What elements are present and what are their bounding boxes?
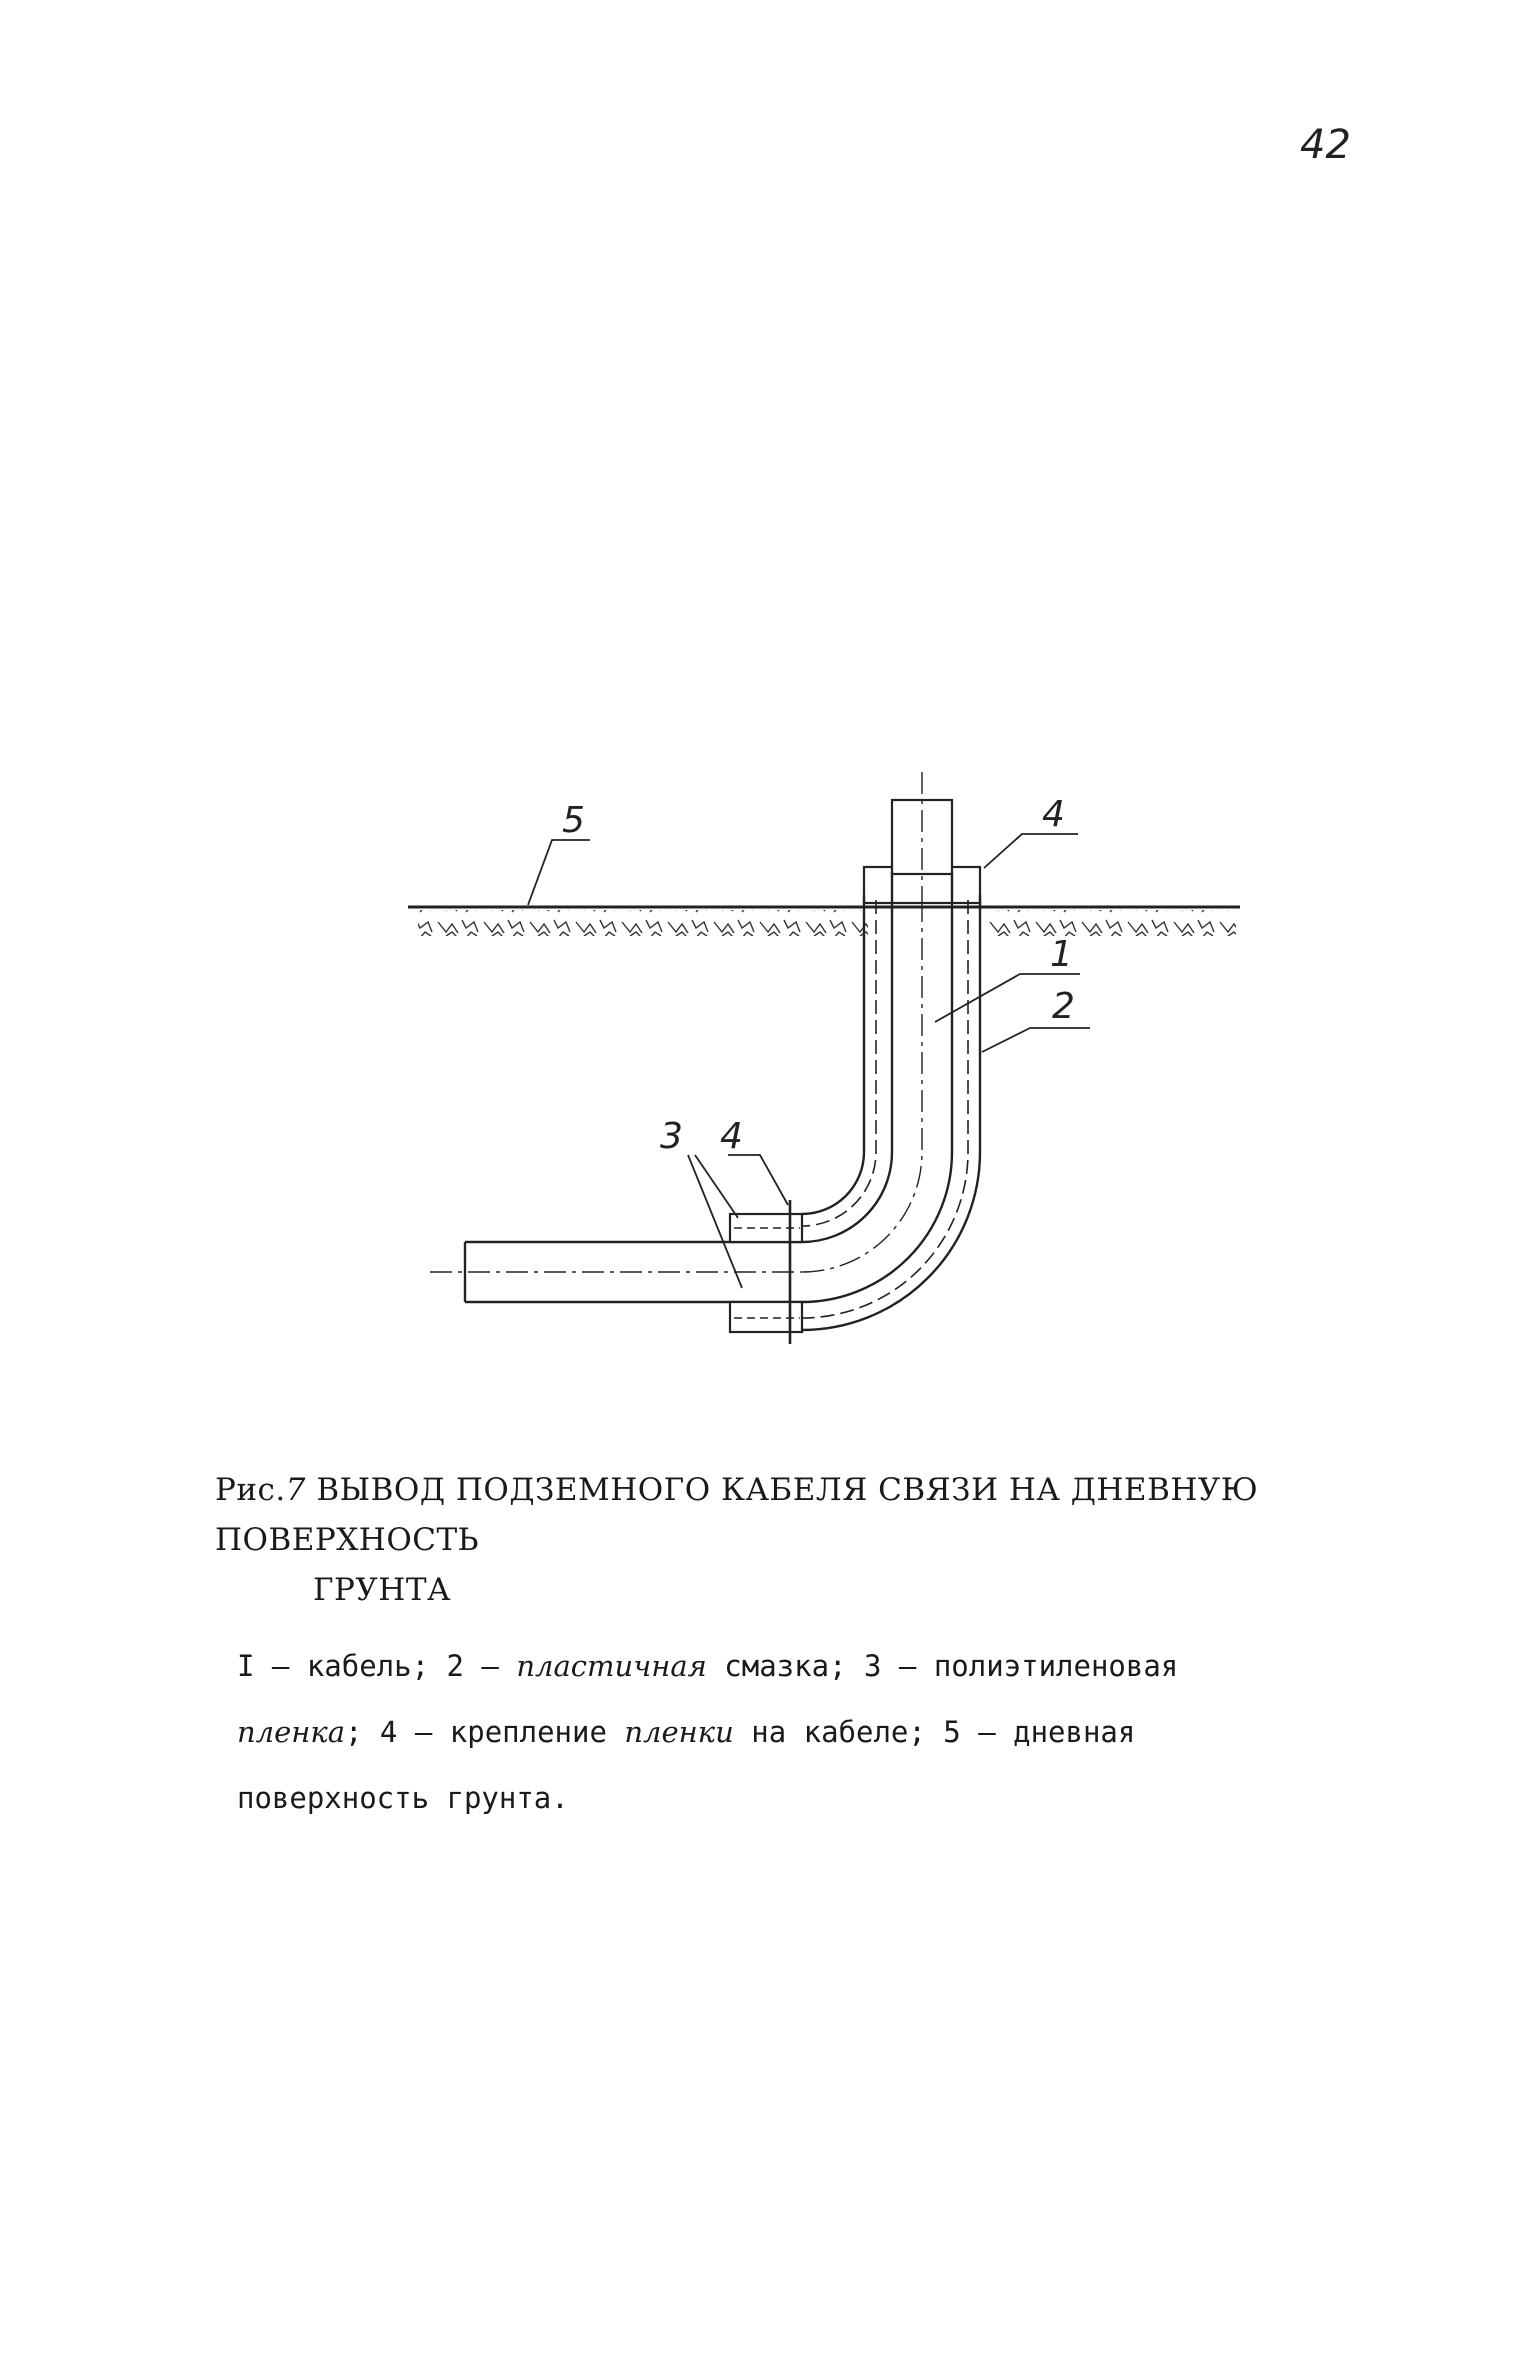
legend-line-3: поверхность грунта. <box>237 1781 569 1815</box>
caption-title-line2: ГРУНТА <box>313 1572 451 1608</box>
cable-outlet-diagram: 5 4 1 2 3 4 <box>390 760 1270 1410</box>
legend-handwritten: пленка <box>237 1715 346 1749</box>
cable-centerline-bend <box>801 900 923 1273</box>
caption-figure-number: 7 <box>285 1472 306 1508</box>
leader-2 <box>981 1027 1090 1053</box>
legend-line-2: пленка; 4 – крепление пленки на кабеле; … <box>237 1699 1315 1765</box>
callout-4-bottom: 4 <box>720 1116 743 1157</box>
soil-hatch-right <box>986 910 1236 936</box>
leader-4-top <box>983 833 1078 869</box>
leader-1 <box>934 973 1080 1023</box>
leader-3b <box>687 1154 743 1289</box>
legend-text: смазка; 3 – полиэтиленовая <box>706 1649 1179 1683</box>
leader-3a <box>694 1154 739 1219</box>
soil-hatch-left <box>418 910 868 936</box>
caption-title: Рис.7 ВЫВОД ПОДЗЕМНОГО КАБЕЛЯ СВЯЗИ НА Д… <box>215 1465 1315 1565</box>
cable-outlet-svg: 5 4 1 2 3 4 <box>408 772 1240 1344</box>
legend-handwritten: пластичная <box>516 1649 707 1683</box>
callout-2: 2 <box>1052 986 1075 1027</box>
legend-text: ; 4 – крепление <box>345 1715 625 1749</box>
callout-5: 5 <box>562 800 585 841</box>
leader-5 <box>527 839 590 906</box>
caption-title-line1: ВЫВОД ПОДЗЕМНОГО КАБЕЛЯ СВЯЗИ НА ДНЕВНУЮ… <box>215 1472 1259 1558</box>
grease-line-inner <box>801 900 877 1227</box>
leader-4-bottom <box>728 1154 789 1206</box>
caption-prefix: Рис. <box>215 1472 286 1508</box>
cable-body-inner <box>801 872 894 1244</box>
legend-line-1: I – кабель; 2 – пластичная смазка; 3 – п… <box>237 1633 1315 1699</box>
figure-caption: Рис.7 ВЫВОД ПОДЗЕМНОГО КАБЕЛЯ СВЯЗИ НА Д… <box>215 1465 1315 1831</box>
callout-3: 3 <box>660 1116 683 1157</box>
callout-4-top: 4 <box>1042 794 1065 835</box>
legend-text: на кабеле; 5 – дневная <box>733 1715 1136 1749</box>
grease-line-outer <box>801 900 969 1319</box>
outer-sheath-inner <box>801 895 866 1216</box>
legend-handwritten: пленки <box>624 1715 734 1749</box>
legend-text: I – кабель; 2 – <box>237 1649 517 1683</box>
figure-legend: I – кабель; 2 – пластичная смазка; 3 – п… <box>237 1633 1315 1831</box>
cable-body-outer <box>801 872 954 1304</box>
outer-sheath-outer <box>801 895 982 1332</box>
page-number: 42 <box>1300 122 1351 168</box>
callout-1: 1 <box>1050 934 1073 975</box>
